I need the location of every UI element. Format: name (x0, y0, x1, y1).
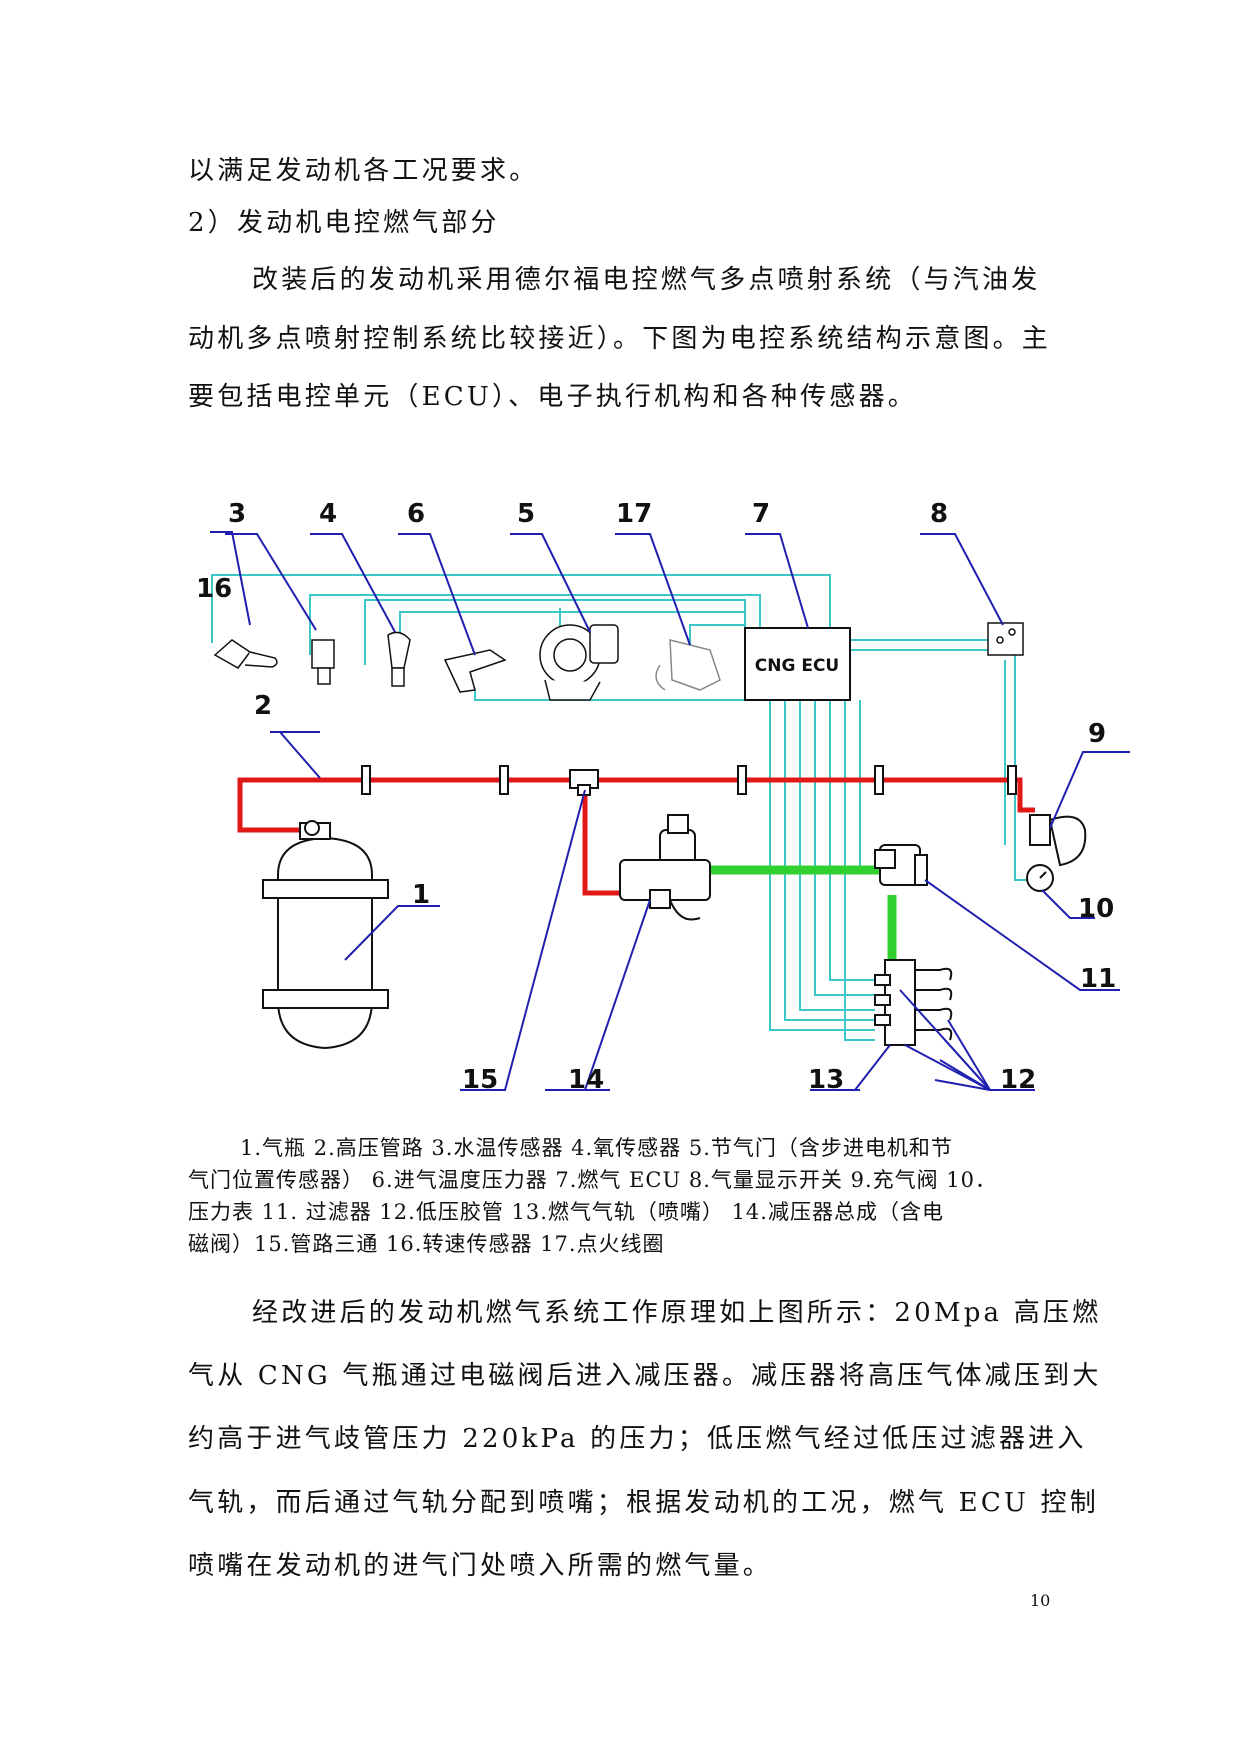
gas-rail (874, 959, 953, 1046)
paragraph-line: 改装后的发动机采用德尔福电控燃气多点喷射系统（与汽油发 (252, 265, 1041, 295)
label-1: 1 (412, 880, 430, 910)
label-6: 6 (407, 499, 425, 529)
gas-cylinder (262, 820, 389, 1050)
caption-line: 1.气瓶 2.高压管路 3.水温传感器 4.氧传感器 5.节气门（含步进电机和节 (240, 1136, 953, 1160)
section-heading: 2）发动机电控燃气部分 (188, 208, 500, 238)
paragraph-line: 约高于进气歧管压力 220kPa 的压力；低压燃气经过低压过滤器进入 (188, 1424, 1087, 1454)
caption-line: 磁阀）15.管路三通 16.转速传感器 17.点火线圈 (188, 1232, 665, 1256)
pipe-clamps (361, 765, 1017, 795)
leader-lines (210, 531, 1130, 1091)
speed-sensor (213, 639, 278, 669)
diagram-labels: 3 4 6 5 17 7 8 16 2 9 1 10 11 15 14 13 1… (196, 499, 1116, 1095)
caption-line: 气门位置传感器） 6.进气温度压力器 7.燃气 ECU 8.气量显示开关 9.充… (188, 1168, 998, 1192)
coolant-sensor (311, 639, 335, 685)
page-number: 10 (1030, 1591, 1051, 1610)
throttle-body (539, 624, 619, 701)
label-10: 10 (1078, 894, 1114, 924)
oxygen-sensor (387, 631, 411, 687)
paragraph-line: 气轨，而后通过气轨分配到喷嘴；根据发动机的工况，燃气 ECU 控制 (188, 1488, 1099, 1518)
paragraph-line: 要包括电控单元（ECU）、电子执行机构和各种传感器。 (188, 382, 917, 412)
label-3: 3 (228, 499, 246, 529)
filling-valve (1029, 814, 1087, 867)
paragraph-line: 气从 CNG 气瓶通过电磁阀后进入减压器。减压器将高压气体减压到大 (188, 1361, 1102, 1391)
ignition-coil (655, 639, 721, 691)
label-14: 14 (568, 1065, 604, 1095)
label-16: 16 (196, 574, 232, 604)
label-7: 7 (752, 499, 770, 529)
low-pressure-line (700, 865, 897, 960)
label-12: 12 (1000, 1065, 1036, 1095)
caption-line: 压力表 11. 过滤器 12.低压胶管 13.燃气气轨（喷嘴） 14.减压器总成… (188, 1200, 944, 1224)
label-15: 15 (462, 1065, 498, 1095)
paragraph-line: 喷嘴在发动机的进气门处喷入所需的燃气量。 (188, 1551, 773, 1581)
label-9: 9 (1088, 719, 1106, 749)
ecu-box: CNG ECU (744, 627, 851, 701)
label-13: 13 (808, 1065, 844, 1095)
pressure-reducer (619, 814, 711, 921)
label-5: 5 (517, 499, 535, 529)
intake-sensor (443, 649, 507, 693)
paragraph-line: 动机多点喷射控制系统比较接近）。下图为电控系统结构示意图。主 (188, 324, 1052, 354)
label-11: 11 (1080, 964, 1116, 994)
high-pressure-line (237, 777, 1035, 896)
ecu-label: CNG ECU (755, 656, 839, 676)
paragraph-line: 经改进后的发动机燃气系统工作原理如上图所示：20Mpa 高压燃 (252, 1298, 1102, 1328)
display-switch (987, 622, 1024, 656)
paragraph-line: 以满足发动机各工况要求。 (188, 156, 539, 186)
pressure-gauge (1026, 864, 1054, 892)
label-2: 2 (254, 691, 272, 721)
gas-filter (874, 844, 928, 886)
label-8: 8 (930, 499, 948, 529)
label-4: 4 (319, 499, 337, 529)
label-17: 17 (616, 499, 652, 529)
